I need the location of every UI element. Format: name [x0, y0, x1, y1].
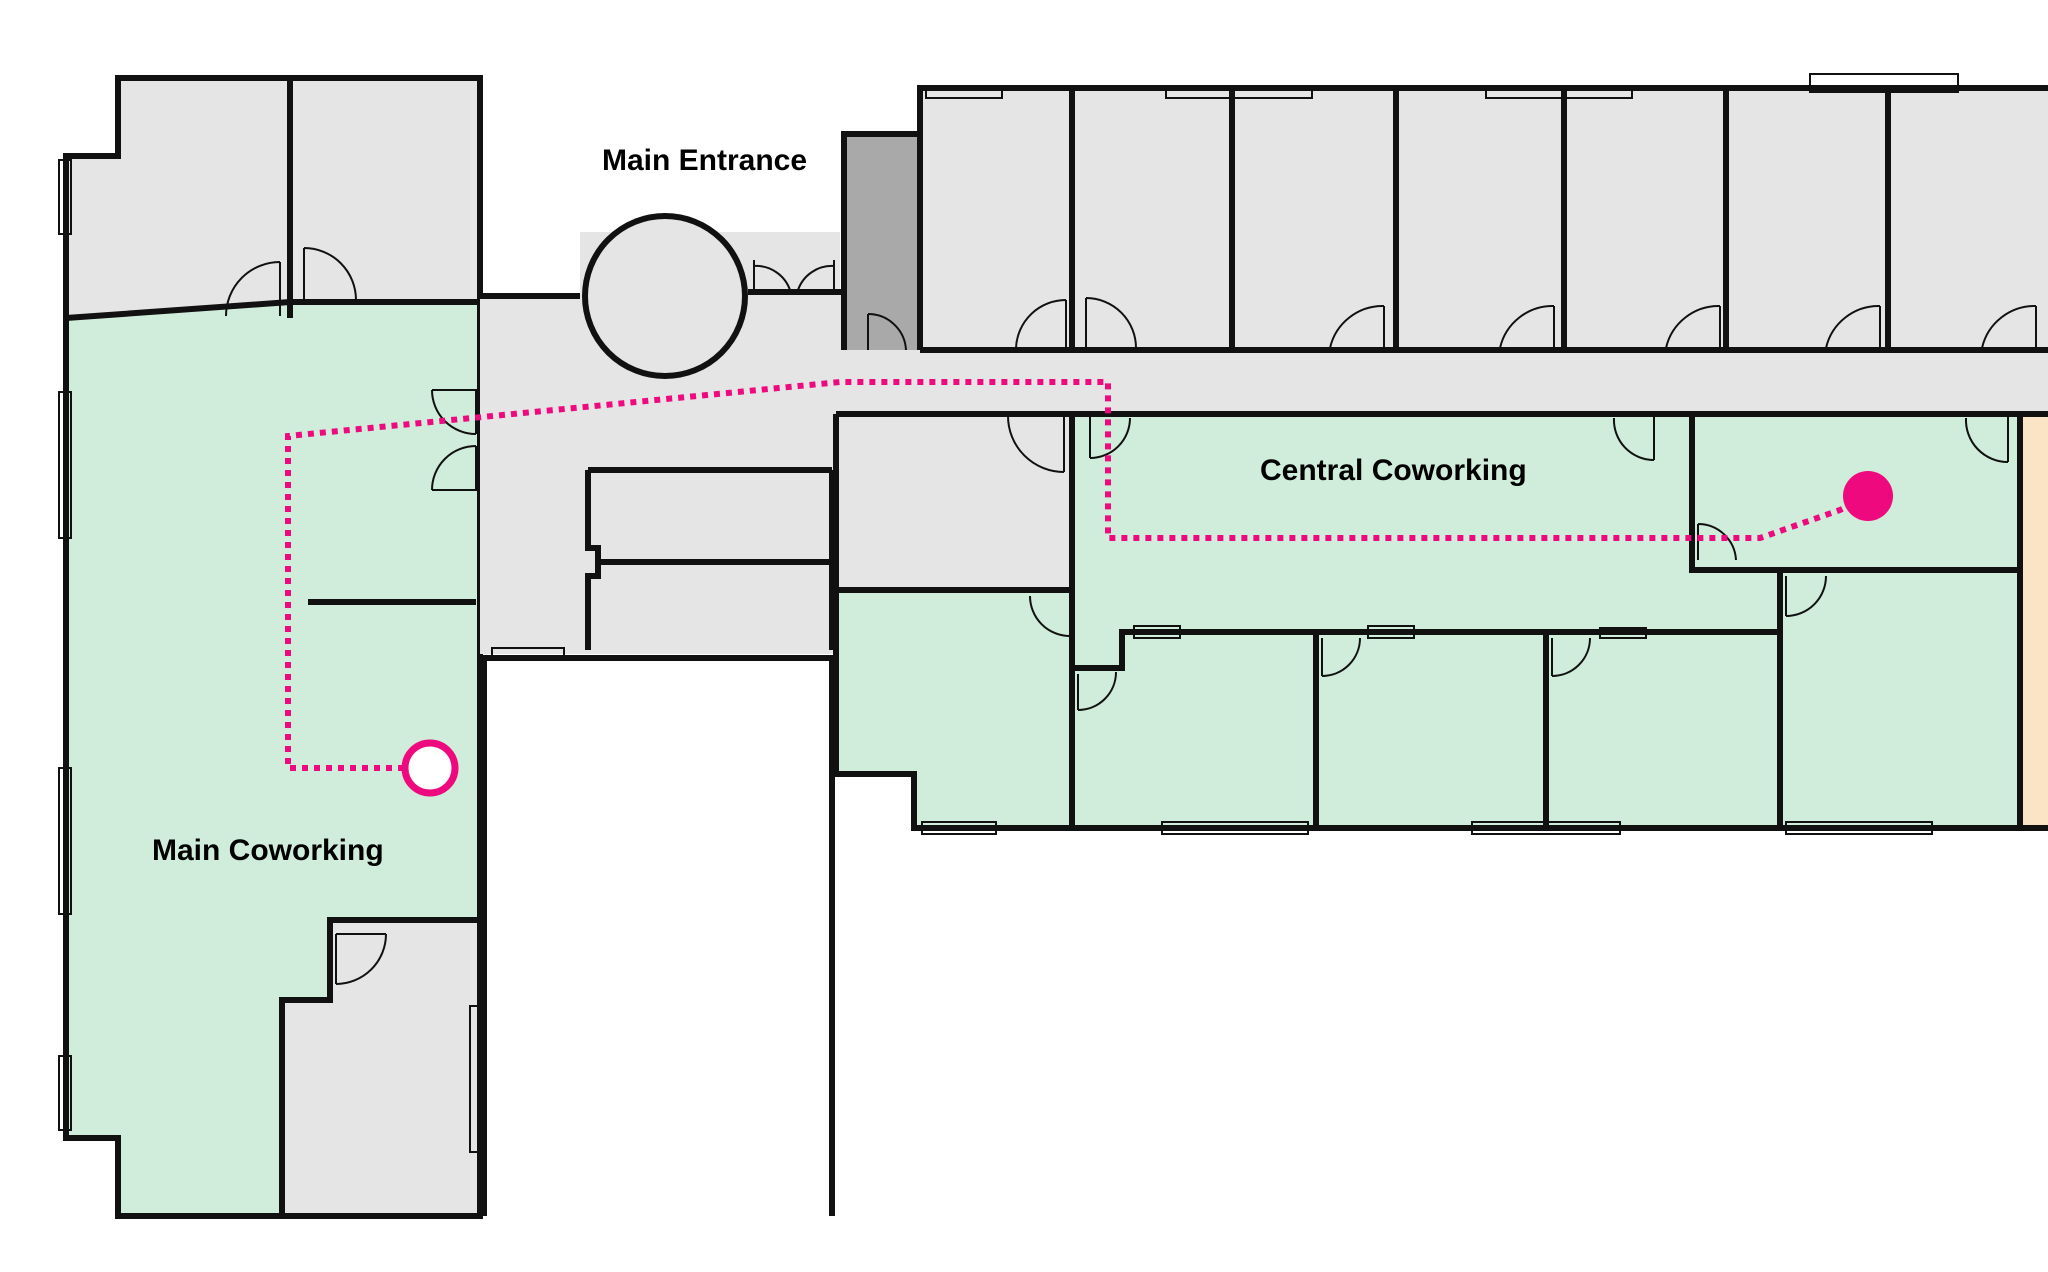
door-west-1: [225, 261, 281, 317]
route-start-marker[interactable]: [401, 739, 459, 797]
room-gray-southwest[interactable]: [836, 414, 1072, 590]
route: [285, 379, 1893, 797]
main-entrance-rotunda[interactable]: [582, 213, 748, 379]
room-west-top-right[interactable]: [290, 78, 480, 302]
label-central-coworking: Central Coworking: [1260, 454, 1527, 487]
label-main-coworking: Main Coworking: [152, 834, 384, 867]
west-wing: [58, 75, 483, 1219]
room-south-1[interactable]: [836, 590, 1072, 828]
north-rooms: [841, 73, 2048, 353]
room-south-3[interactable]: [1316, 632, 1546, 828]
stair-block[interactable]: [844, 134, 920, 350]
door-west-5: [335, 933, 387, 985]
room-main-coworking[interactable]: [66, 302, 480, 1216]
route-end-marker[interactable]: [1843, 471, 1893, 521]
room-west-top-left[interactable]: [66, 78, 290, 318]
room-north-row[interactable]: [920, 88, 2048, 350]
room-south-5[interactable]: [1780, 570, 2020, 828]
room-adjacent-peach[interactable]: [2020, 414, 2048, 828]
door-west-4: [431, 445, 477, 491]
label-main-entrance: Main Entrance: [602, 144, 808, 177]
room-south-4[interactable]: [1546, 632, 1780, 828]
door-west-2: [303, 247, 357, 301]
room-south-2[interactable]: [1072, 632, 1316, 828]
